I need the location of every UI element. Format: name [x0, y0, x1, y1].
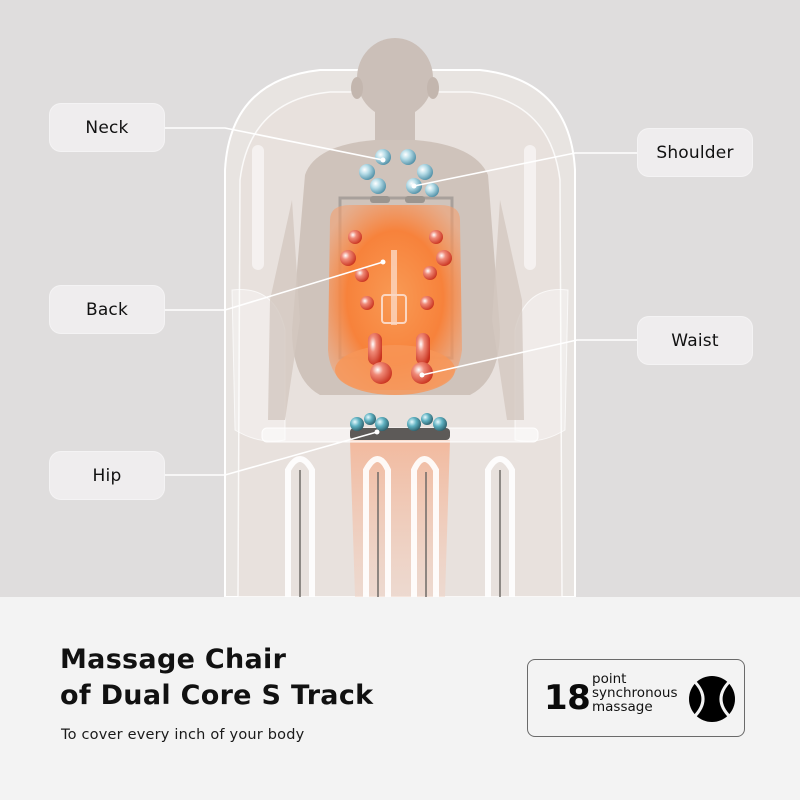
callout-waist: Waist — [637, 316, 753, 365]
massage-chair-illustration — [165, 38, 637, 597]
badge-text: point synchronous massage — [592, 672, 677, 714]
callout-waist-label: Waist — [671, 330, 719, 351]
product-info-panel: Massage Chair of Dual Core S Track To co… — [0, 597, 800, 800]
product-title: Massage Chair of Dual Core S Track — [60, 642, 373, 714]
callout-back: Back — [49, 285, 165, 334]
callout-back-label: Back — [85, 299, 129, 320]
callout-shoulder-label: Shoulder — [656, 142, 734, 163]
badge-line2: synchronous — [592, 685, 678, 701]
callout-neck-label: Neck — [85, 117, 129, 138]
callout-neck: Neck — [49, 103, 165, 152]
callout-hip: Hip — [49, 451, 165, 500]
synchronous-massage-icon — [689, 676, 735, 722]
product-title-line2: of Dual Core S Track — [60, 680, 374, 711]
badge-line1: point — [592, 671, 627, 687]
feature-badge: 18 point synchronous massage — [527, 659, 745, 737]
product-title-line1: Massage Chair — [60, 644, 287, 675]
callout-hip-label: Hip — [92, 465, 122, 486]
callout-connectors — [165, 127, 637, 476]
back-rollers — [340, 230, 452, 310]
badge-number: 18 — [544, 678, 591, 718]
callout-shoulder: Shoulder — [637, 128, 753, 177]
waist-rollers — [368, 333, 433, 384]
product-hero-image: Neck Shoulder Back Waist Hip — [0, 0, 800, 597]
product-subtitle: To cover every inch of your body — [61, 727, 305, 743]
badge-line3: massage — [592, 699, 653, 715]
